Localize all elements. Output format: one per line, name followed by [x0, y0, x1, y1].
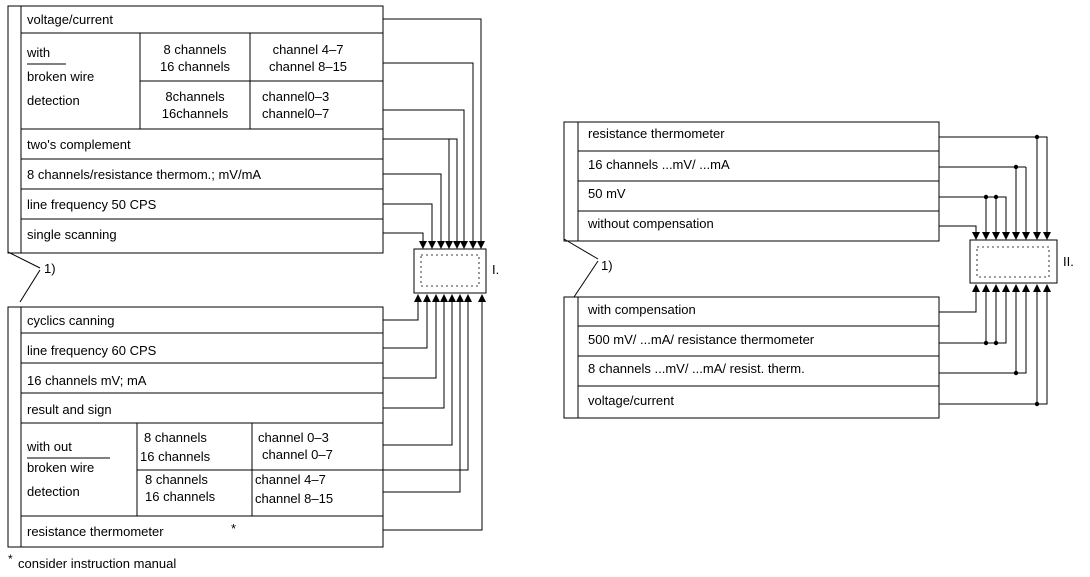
- diagram-2-bottom-wires: [939, 292, 1048, 405]
- diagram-1-bottom-wires: [383, 302, 483, 531]
- range-0-7: channel0–7: [262, 106, 329, 121]
- label-line-frequency-60: line frequency 60 CPS: [27, 343, 157, 358]
- label-voltage-current: voltage/current: [27, 12, 113, 27]
- diagram-2-bottom-junctions: [983, 340, 1040, 407]
- footnote: * consider instruction manual: [8, 552, 176, 571]
- label-voltage-current: voltage/current: [588, 393, 674, 408]
- label-16-channels-mv-ma: 16 channels ...mV/ ...mA: [588, 157, 730, 172]
- label-resistance-thermometer: resistance thermometer: [588, 126, 725, 141]
- diagram-2-top-wires: [939, 136, 1048, 232]
- diagram-1-top-wires: [383, 18, 482, 241]
- group-label-detection: detection: [27, 484, 80, 499]
- diagram-1-top-arrows: [419, 241, 485, 249]
- channels-8: 8 channels: [164, 42, 227, 57]
- label-50-mv: 50 mV: [588, 186, 626, 201]
- label-cyclic-scanning: cyclics canning: [27, 313, 114, 328]
- range-4-7: channel 4–7: [255, 472, 326, 487]
- channels-16: 16 channels: [140, 449, 211, 464]
- channels-16: 16channels: [162, 106, 229, 121]
- label-with-compensation: with compensation: [587, 302, 696, 317]
- diagram-1-top-table: voltage/current with broken wire detecti…: [7, 5, 384, 254]
- channels-16: 16 channels: [160, 59, 231, 74]
- label-8-channels-resistance: 8 channels/resistance thermom.; mV/mA: [27, 167, 261, 182]
- group-label-broken-wire: broken wire: [27, 69, 94, 84]
- label-result-and-sign: result and sign: [27, 402, 112, 417]
- switch-label-1: I.: [492, 262, 499, 277]
- channels-8: 8 channels: [145, 472, 208, 487]
- range-4-7: channel 4–7: [273, 42, 344, 57]
- diagram-2-top-table: resistance thermometer 16 channels ...mV…: [563, 121, 940, 242]
- footnote-text: consider instruction manual: [18, 556, 176, 571]
- range-0-7: channel 0–7: [262, 447, 333, 462]
- label-line-frequency-50: line frequency 50 CPS: [27, 197, 157, 212]
- label-8-channels-resist: 8 channels ...mV/ ...mA/ resist. therm.: [588, 361, 805, 376]
- range-0-3: channel 0–3: [258, 430, 329, 445]
- channels-16: 16 channels: [145, 489, 216, 504]
- diagram-2-top-junctions: [983, 134, 1040, 200]
- range-8-15: channel 8–15: [269, 59, 347, 74]
- footnote-mark: *: [8, 552, 13, 566]
- diagram-2-bottom-arrows: [972, 284, 1051, 292]
- footnote-ref-1: 1): [44, 261, 56, 276]
- footnote-ref-1: 1): [601, 258, 613, 273]
- label-resistance-thermometer: resistance thermometer: [27, 524, 164, 539]
- dip-switch-1: I.: [413, 248, 499, 294]
- group-label-detection: detection: [27, 93, 80, 108]
- dip-switch-2: II.: [969, 239, 1074, 284]
- channels-8: 8 channels: [144, 430, 207, 445]
- range-0-3: channel0–3: [262, 89, 329, 104]
- diagram-2-bottom-table: with compensation 500 mV/ ...mA/ resista…: [563, 296, 940, 419]
- channels-8: 8channels: [165, 89, 225, 104]
- switch-label-2: II.: [1063, 254, 1074, 269]
- label-single-scanning: single scanning: [27, 227, 117, 242]
- label-without-compensation: without compensation: [587, 216, 714, 231]
- label-16-channels-mv-ma: 16 channels mV; mA: [27, 373, 147, 388]
- label-500-mv: 500 mV/ ...mA/ resistance thermometer: [588, 332, 815, 347]
- diagram-2-top-arrows: [972, 232, 1051, 240]
- group-label-without: with out: [26, 439, 72, 454]
- diagram-2-footnote-ref: 1): [563, 238, 613, 298]
- label-twos-complement: two's complement: [27, 137, 131, 152]
- asterisk-mark: *: [231, 521, 236, 536]
- diagram-1-bottom-table: cyclics canning line frequency 60 CPS 16…: [7, 306, 384, 548]
- range-8-15: channel 8–15: [255, 491, 333, 506]
- group-label-with: with: [26, 45, 50, 60]
- diagram-1-footnote-ref: 1): [7, 251, 56, 303]
- group-label-broken-wire: broken wire: [27, 460, 94, 475]
- diagram-1-bottom-arrows: [414, 294, 486, 302]
